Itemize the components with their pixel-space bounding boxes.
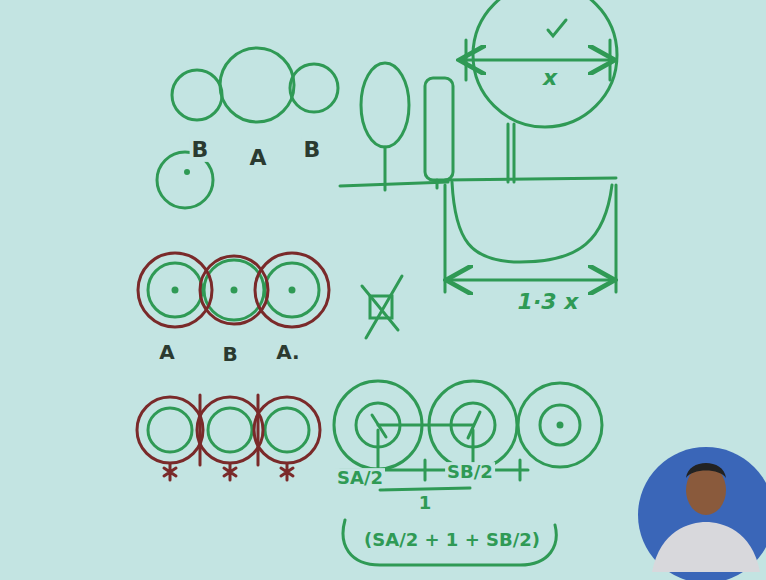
- handwritten-label: SA/2: [335, 468, 385, 488]
- handwritten-label: B: [220, 343, 239, 365]
- handwritten-label: A.: [274, 341, 301, 363]
- handwritten-label: SB/2: [445, 462, 495, 482]
- presenter-inset: [638, 447, 766, 580]
- handwritten-label: (SA/2 + 1 + SB/2): [362, 530, 542, 550]
- handwritten-label: 1: [417, 493, 434, 513]
- handwritten-label: A: [157, 341, 176, 363]
- handwritten-label: A: [247, 146, 268, 170]
- handwritten-label: B: [302, 138, 323, 162]
- handwritten-label: x: [541, 66, 559, 90]
- handwritten-label: 1·3 x: [516, 290, 581, 314]
- handwritten-label: B: [190, 138, 211, 162]
